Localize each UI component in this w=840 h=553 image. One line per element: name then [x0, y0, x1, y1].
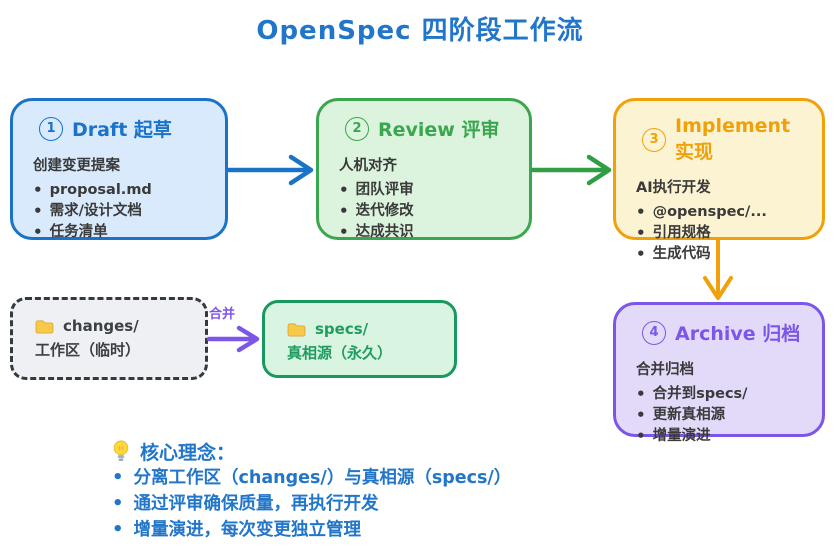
arrow-changes-to-specs [206, 325, 260, 353]
storage-name: specs/ [315, 320, 369, 338]
storage-box-specs: specs/ 真相源（永久） [262, 300, 457, 378]
stage-heading-implement: 3 Implement 实现 [642, 115, 808, 164]
stage-heading-label: Implement 实现 [675, 115, 791, 163]
stage-intro: 合并归档 [636, 362, 694, 378]
core-idea-item: 通过评审确保质量，再执行开发 [133, 494, 379, 514]
stage-bullet: 更新真相源 [652, 407, 726, 423]
stage-heading-label: Draft 起草 [72, 119, 172, 141]
stage-heading-draft: 1 Draft 起草 [39, 115, 211, 142]
stage-bullet: 任务清单 [49, 224, 108, 240]
stage-heading-archive: 4 Archive 归档 [642, 319, 808, 346]
stage-heading-review: 2 Review 评审 [345, 115, 515, 142]
folder-icon [35, 319, 54, 334]
folder-icon [287, 322, 306, 337]
stage-bullet: 引用规格 [652, 225, 711, 241]
merge-arrow-label: 合并 [209, 307, 236, 322]
stage-intro: 创建变更提案 [33, 158, 120, 174]
arrow-review-to-implement [530, 154, 612, 186]
stage-heading-label: Archive 归档 [675, 323, 801, 345]
stage-bullet: 团队评审 [355, 182, 414, 198]
stage-intro: 人机对齐 [339, 158, 397, 174]
storage-name: changes/ [63, 317, 139, 335]
stage-intro: AI执行开发 [636, 180, 711, 196]
storage-desc: 工作区（临时） [35, 341, 141, 359]
stage-number-badge: 4 [642, 320, 666, 345]
stage-bullet: 生成代码 [652, 246, 711, 262]
stage-box-archive: 4 Archive 归档 合并归档 合并到specs/ 更新真相源 增量演进 [613, 302, 825, 444]
stage-number-badge: 1 [39, 116, 63, 141]
arrow-draft-to-review [226, 154, 314, 186]
core-ideas-heading: 核心理念： [140, 441, 236, 464]
stage-box-draft: 1 Draft 起草 创建变更提案 proposal.md 需求/设计文档 任务… [10, 98, 228, 240]
stage-bullet: 需求/设计文档 [49, 203, 142, 219]
storage-box-changes: changes/ 工作区（临时） [10, 297, 208, 380]
core-ideas-section: 核心理念： 分离工作区（changes/）与真相源（specs/） 通过评审确保… [112, 437, 511, 543]
stage-heading-label: Review 评审 [378, 119, 500, 141]
stage-bullet: 达成共识 [355, 224, 414, 240]
stage-box-review: 2 Review 评审 人机对齐 团队评审 迭代修改 达成共识 [316, 98, 532, 240]
storage-desc: 真相源（永久） [287, 344, 393, 362]
stage-box-implement: 3 Implement 实现 AI执行开发 @openspec/... 引用规格… [613, 98, 825, 262]
stage-bullet: @openspec/... [652, 204, 767, 220]
stage-bullet: proposal.md [49, 182, 152, 198]
stage-bullet: 合并到specs/ [652, 386, 748, 402]
stage-bullet: 迭代修改 [355, 203, 414, 219]
stage-number-badge: 3 [642, 127, 666, 152]
page-title: OpenSpec 四阶段工作流 [256, 16, 584, 46]
core-idea-item: 增量演进，每次变更独立管理 [133, 520, 362, 540]
lightbulb-icon [112, 439, 130, 463]
stage-number-badge: 2 [345, 116, 369, 141]
core-idea-item: 分离工作区（changes/）与真相源（specs/） [133, 468, 512, 488]
stage-bullet: 增量演进 [652, 428, 711, 444]
